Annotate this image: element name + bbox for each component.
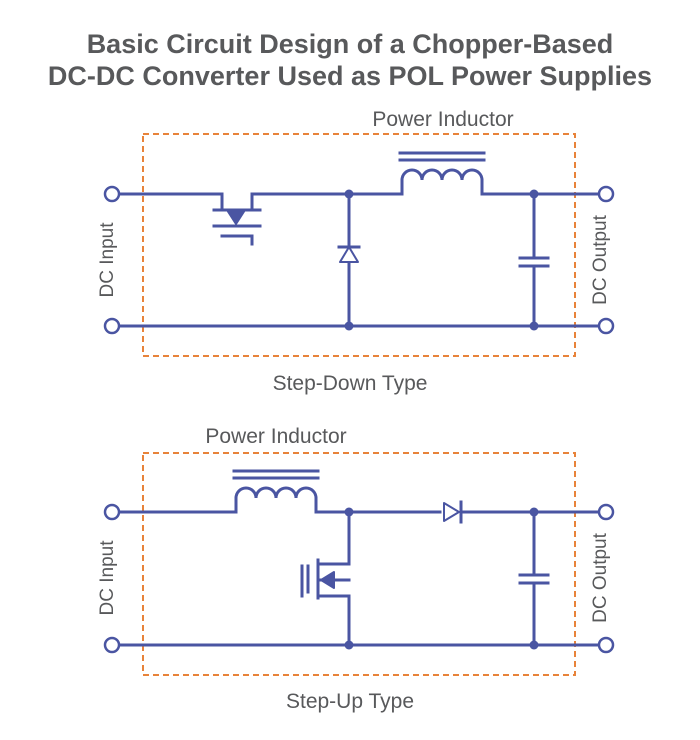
title-line-2: DC-DC Converter Used as POL Power Suppli…	[47, 61, 653, 91]
step-down-output-label: DC Output	[590, 214, 611, 304]
step-down-output-terminal-bottom	[597, 317, 615, 335]
step-up-circuit: Power Inductor DC Input DC Output Step-U…	[97, 425, 615, 713]
step-down-input-terminal-top	[103, 185, 121, 203]
step-up-input-terminal-bottom	[103, 636, 121, 654]
step-up-node-ground-1	[344, 640, 354, 650]
step-down-node-ground-2	[529, 321, 539, 331]
switch-arrow	[320, 571, 335, 589]
step-down-circuit: Power Inductor DC Input DC Output Step-D…	[97, 108, 615, 395]
step-down-caption: Step-Down Type	[273, 372, 428, 395]
step-up-switch	[300, 558, 351, 600]
step-up-power-inductor	[232, 469, 320, 514]
step-up-diode	[443, 500, 463, 524]
step-up-capacitor	[518, 510, 550, 647]
step-down-power-inductor	[398, 151, 486, 196]
step-up-inductor-label: Power Inductor	[205, 425, 346, 448]
step-up-node-ground-2	[529, 640, 539, 650]
step-up-dashed-box	[142, 452, 576, 676]
step-down-output-terminal-top	[597, 185, 615, 203]
step-up-caption: Step-Up Type	[286, 690, 414, 713]
step-down-capacitor	[518, 192, 550, 328]
step-down-inductor-label: Power Inductor	[372, 108, 513, 131]
step-down-diode	[337, 245, 361, 263]
step-up-output-label: DC Output	[590, 532, 611, 622]
step-down-input-terminal-bottom	[103, 317, 121, 335]
step-down-dashed-box	[142, 133, 576, 357]
step-up-output-terminal-top	[597, 503, 615, 521]
step-down-input-label: DC Input	[97, 222, 118, 298]
step-down-node-ground-1	[344, 321, 354, 331]
diagram-title: Basic Circuit Design of a Chopper-Based …	[0, 28, 700, 92]
step-up-input-terminal-top	[103, 503, 121, 521]
step-up-output-terminal-bottom	[597, 636, 615, 654]
step-up-input-label: DC Input	[97, 540, 118, 616]
step-down-switch	[212, 192, 262, 246]
switch-body-diode	[226, 209, 246, 225]
title-line-1: Basic Circuit Design of a Chopper-Based	[86, 29, 614, 59]
